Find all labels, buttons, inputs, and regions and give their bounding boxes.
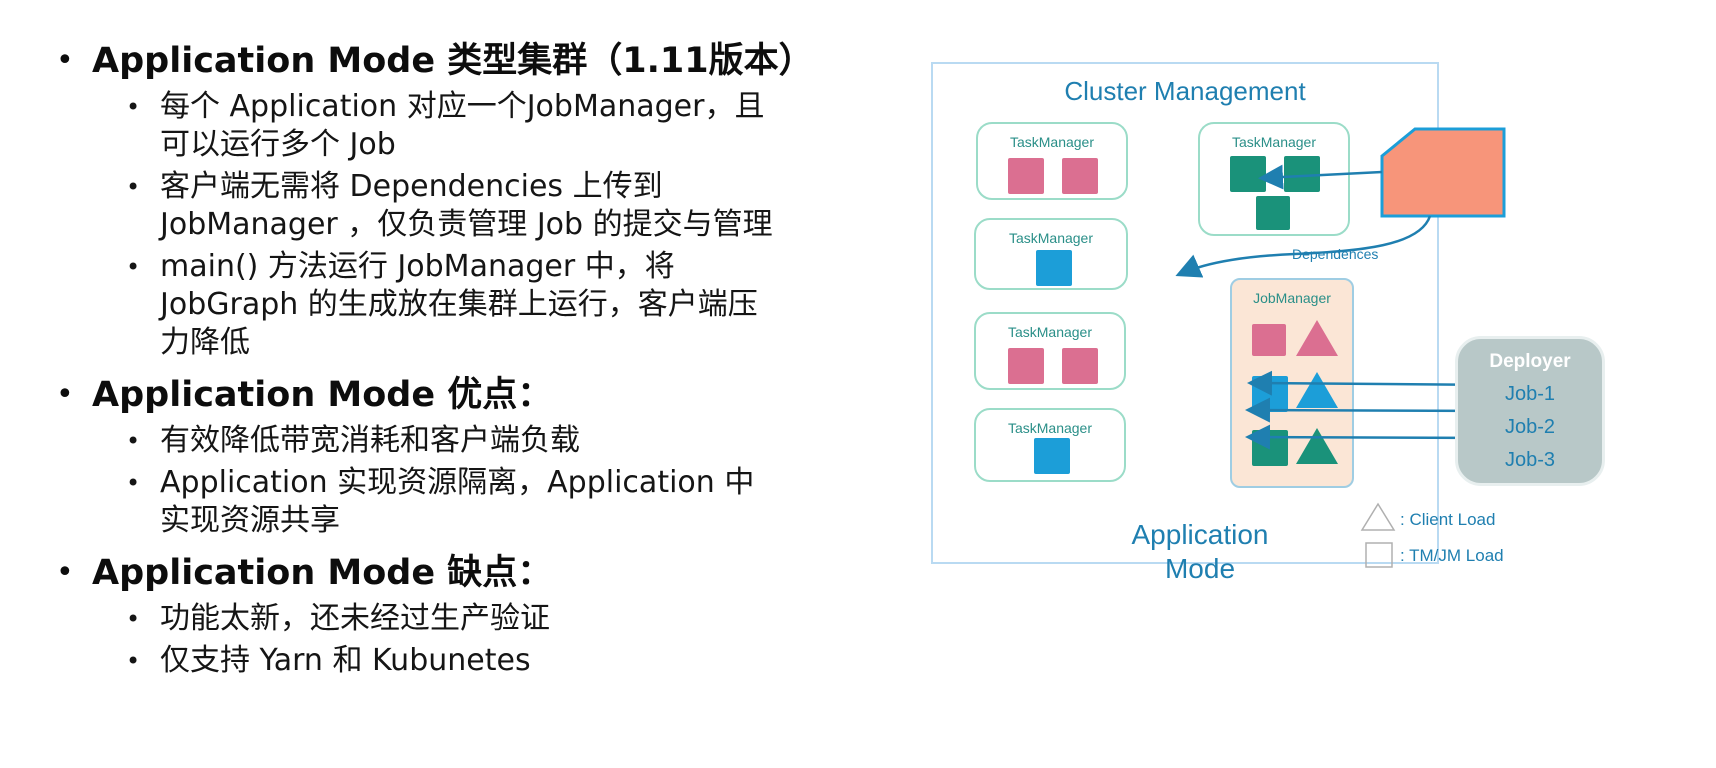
- bullet-icon: •: [56, 555, 74, 590]
- taskmanager-label: TaskManager: [1009, 134, 1095, 150]
- taskmanager-node: TaskManager: [974, 218, 1128, 290]
- item-line: 力降低: [160, 325, 250, 360]
- job-label: Job-1: [1504, 383, 1556, 405]
- client-triangle-icon: [1296, 320, 1338, 356]
- taskmanager-label: TaskManager: [1007, 420, 1093, 436]
- legend-square-icon: [1365, 542, 1393, 568]
- item-line: 有效降低带宽消耗和客户端负载: [160, 423, 580, 458]
- job-label: Job-3: [1504, 449, 1556, 471]
- app-mode-line: Application: [1131, 519, 1269, 550]
- item-line: 实现资源共享: [160, 503, 340, 538]
- jobmanager-label: JobManager: [1253, 290, 1331, 306]
- section-heading: • Application Mode 优点：: [54, 372, 874, 418]
- section-heading: • Application Mode 类型集群（1.11版本）: [54, 38, 874, 84]
- diagram-overlay: [1175, 127, 1506, 568]
- list-item: • 每个 Application 对应一个JobManager，且 可以运行多个…: [54, 88, 874, 164]
- app-mode-line: Mode: [1164, 553, 1236, 584]
- bullet-icon: •: [126, 647, 141, 675]
- legend-triangle-icon: [1360, 502, 1396, 531]
- task-square-icon: [1008, 158, 1044, 194]
- task-square-icon: [1252, 324, 1286, 356]
- bullet-icon: •: [126, 605, 141, 633]
- bullet-icon: •: [56, 43, 74, 78]
- list-item: • Application 实现资源隔离，Application 中 实现资源共…: [54, 464, 874, 540]
- taskmanager-label: TaskManager: [1231, 134, 1317, 150]
- architecture-diagram: Cluster Management TaskManager TaskManag…: [920, 56, 1690, 656]
- application-mode-label: Application Mode: [1070, 518, 1330, 586]
- heading-text: Application Mode 缺点：: [92, 553, 553, 593]
- legend-client-load: : Client Load: [1400, 510, 1496, 529]
- section-heading: • Application Mode 缺点：: [54, 550, 874, 596]
- bullet-icon: •: [126, 93, 141, 121]
- bullet-icon: •: [126, 469, 141, 497]
- list-item: • 有效降低带宽消耗和客户端负载: [54, 422, 874, 460]
- hdfs-label: HDFS: [1515, 164, 1555, 180]
- hdfs-card-icon: [1380, 127, 1506, 218]
- client-triangle-icon: [1296, 372, 1338, 408]
- heading-text: Application Mode 类型集群（1.11版本）: [92, 41, 814, 81]
- taskmanager-node: TaskManager: [976, 122, 1128, 200]
- task-square-icon: [1008, 348, 1044, 384]
- item-line: 可以运行多个 Job: [160, 127, 396, 162]
- list-item: • 客户端无需将 Dependencies 上传到 JobManager ，仅负…: [54, 168, 874, 244]
- hdfs-arrow: [1258, 164, 1383, 190]
- list-item: • 功能太新，还未经过生产验证: [54, 600, 874, 638]
- dependences-label: Dependences: [1292, 246, 1379, 262]
- deployer-title: Deployer: [1489, 351, 1571, 372]
- bullet-icon: •: [126, 253, 141, 281]
- section-disadvantages: • Application Mode 缺点： • 功能太新，还未经过生产验证 •…: [54, 550, 874, 680]
- item-line: 客户端无需将 Dependencies 上传到: [160, 169, 663, 204]
- section-type-cluster: • Application Mode 类型集群（1.11版本） • 每个 App…: [54, 38, 874, 362]
- taskmanager-label: TaskManager: [1007, 324, 1093, 340]
- cluster-title: Cluster Management: [1064, 76, 1306, 106]
- bullet-icon: •: [126, 427, 141, 455]
- legend-tm-jm-load: : TM/JM Load: [1400, 546, 1504, 565]
- job-label: Job-2: [1504, 416, 1556, 438]
- taskmanager-node: TaskManager: [974, 312, 1126, 390]
- task-square-icon: [1062, 158, 1098, 194]
- item-line: Application 实现资源隔离，Application 中: [160, 465, 755, 500]
- item-line: JobGraph 的生成放在集群上运行，客户端压: [160, 287, 758, 322]
- deployer-node: Deployer Job-1 Job-2 Job-3: [1455, 336, 1605, 486]
- heading-text: Application Mode 优点：: [92, 375, 553, 415]
- item-line: 每个 Application 对应一个JobManager，且: [160, 89, 765, 124]
- task-square-icon: [1256, 196, 1290, 230]
- task-square-icon: [1036, 250, 1072, 286]
- item-line: JobManager ，仅负责管理 Job 的提交与管理: [160, 207, 773, 242]
- dependences-arrow: [1175, 215, 1432, 278]
- item-line: 仅支持 Yarn 和 Kubunetes: [160, 643, 531, 678]
- task-square-icon: [1034, 438, 1070, 474]
- taskmanager-label: TaskManager: [1008, 230, 1094, 246]
- item-line: main() 方法运行 JobManager 中，将: [160, 249, 675, 284]
- section-advantages: • Application Mode 优点： • 有效降低带宽消耗和客户端负载 …: [54, 372, 874, 540]
- bullet-icon: •: [56, 377, 74, 412]
- text-column: • Application Mode 类型集群（1.11版本） • 每个 App…: [54, 38, 874, 690]
- task-square-icon: [1062, 348, 1098, 384]
- taskmanager-node: TaskManager: [974, 408, 1126, 482]
- bullet-icon: •: [126, 173, 141, 201]
- item-line: 功能太新，还未经过生产验证: [160, 601, 550, 636]
- client-triangle-icon: [1296, 428, 1338, 464]
- task-square-icon: [1284, 156, 1320, 192]
- list-item: • 仅支持 Yarn 和 Kubunetes: [54, 642, 874, 680]
- list-item: • main() 方法运行 JobManager 中，将 JobGraph 的生…: [54, 248, 874, 362]
